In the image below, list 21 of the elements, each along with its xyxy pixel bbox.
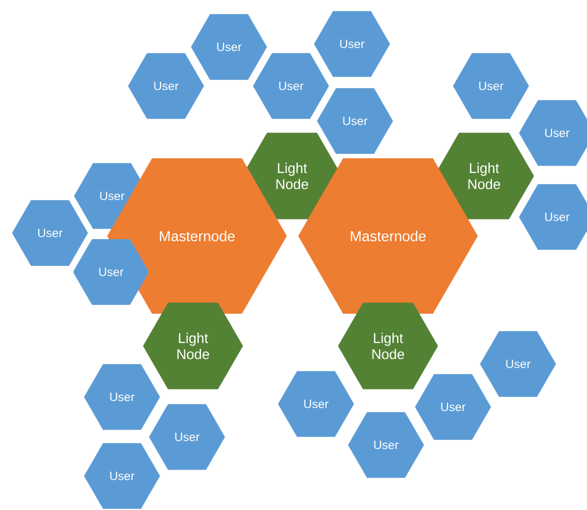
user-hexagon: User (128, 53, 204, 119)
user-hexagon: User (149, 404, 225, 470)
user-hexagon: User (84, 443, 160, 509)
user-hexagon: User (348, 412, 424, 478)
user-hexagon: User (453, 53, 529, 119)
user-hexagon: User (253, 53, 329, 119)
user-hexagon: User (278, 371, 354, 437)
user-hexagon: User (519, 100, 587, 166)
light-node-hexagon: Light Node (338, 302, 438, 390)
node-label: User (38, 228, 62, 238)
user-hexagon: User (84, 364, 160, 430)
user-hexagon: User (519, 184, 587, 250)
light-node-hexagon: Light Node (434, 132, 534, 220)
user-hexagon: User (480, 331, 556, 397)
user-hexagon: User (317, 88, 393, 154)
light-node-hexagon: Light Node (143, 302, 243, 390)
user-hexagon: User (73, 239, 149, 305)
user-hexagon: User (314, 11, 390, 77)
user-hexagon: User (12, 200, 88, 266)
user-hexagon: User (415, 374, 491, 440)
user-hexagon: User (191, 14, 267, 80)
